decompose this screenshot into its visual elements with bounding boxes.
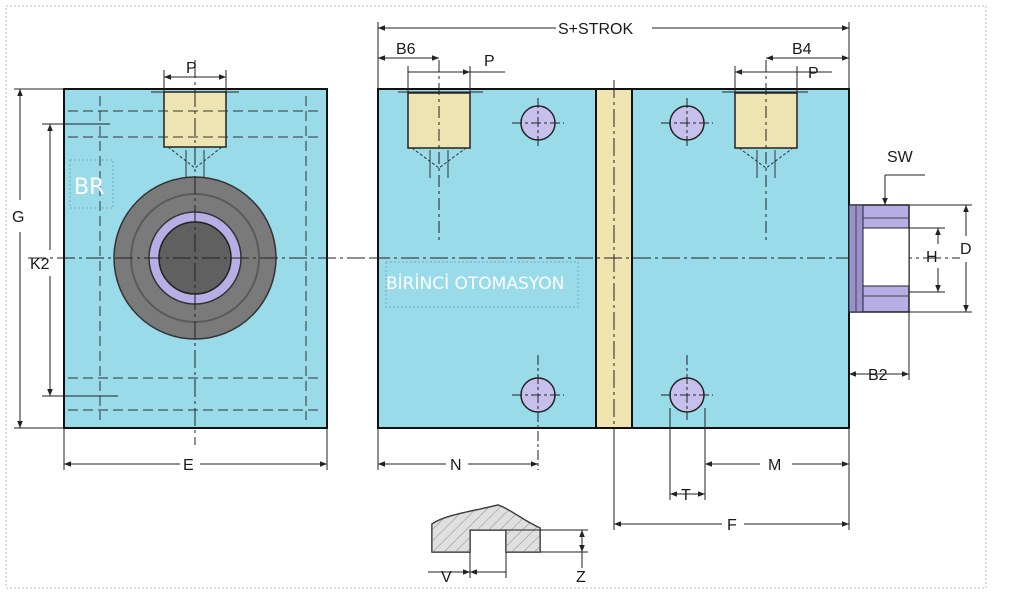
dim-f: F: [727, 517, 737, 534]
dim-p-right: P: [808, 65, 819, 82]
dim-v: V: [441, 569, 452, 586]
t-slot-profile: [431, 504, 541, 553]
bolt-hole-top-left: [512, 98, 564, 148]
dim-n: N: [450, 457, 462, 474]
dim-k2: K2: [30, 256, 50, 273]
dim-g: G: [12, 209, 24, 226]
drawing-frame: [5, 5, 987, 589]
dim-sw: SW: [887, 149, 914, 166]
dim-m: M: [768, 457, 781, 474]
front-view: BR P G K2 E: [12, 60, 372, 474]
dim-z: Z: [576, 569, 586, 586]
dim-e: E: [183, 457, 194, 474]
dim-b4: B4: [792, 41, 812, 58]
dim-t: T: [681, 487, 691, 504]
company-watermark: BİRİNCİ OTOMASYON: [386, 273, 564, 294]
dim-s-strok: S+STROK: [558, 21, 633, 38]
dim-b2: B2: [868, 367, 888, 384]
dim-b6: B6: [396, 41, 416, 58]
dim-d: D: [960, 241, 972, 258]
t-slot-detail: V Z: [428, 504, 588, 586]
side-view: BİRİNCİ OTOMASYON S+STROK B6 P B4 P SW: [372, 21, 972, 534]
brand-mark-watermark: BR: [74, 175, 104, 200]
bolt-hole-bottom-left: [512, 355, 564, 470]
dim-p-left: P: [484, 53, 495, 70]
dim-p-front: P: [186, 60, 197, 77]
bolt-hole-top-right: [661, 98, 713, 148]
dim-h: H: [926, 249, 938, 266]
bolt-hole-bottom-right: [661, 355, 713, 420]
